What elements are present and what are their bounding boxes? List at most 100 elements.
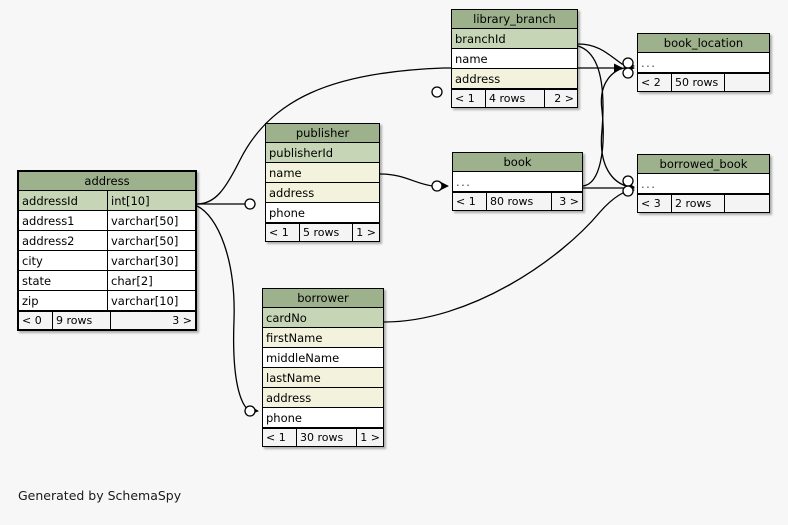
- column-type: int[10]: [107, 191, 195, 210]
- collapsed-columns-ellipsis: ...: [456, 175, 472, 189]
- column-name: phone: [266, 411, 302, 425]
- edge-endpoint-dot: [622, 67, 634, 79]
- footer-children[interactable]: [725, 74, 769, 91]
- table-row-collapsed[interactable]: ...: [638, 174, 769, 194]
- table-book[interactable]: book ... < 1 80 rows 3 >: [452, 152, 583, 211]
- column-name: address2: [22, 234, 75, 248]
- footer-rowcount: 30 rows: [297, 429, 357, 446]
- table-address[interactable]: address addressId int[10] address1 varch…: [17, 170, 197, 331]
- table-row[interactable]: address1 varchar[50]: [19, 211, 195, 231]
- column-name: lastName: [266, 371, 321, 385]
- footer-parents[interactable]: < 2: [638, 74, 672, 91]
- table-publisher[interactable]: publisher publisherId name address phone…: [265, 123, 380, 242]
- table-borrowed-book-title: borrowed_book: [638, 155, 769, 174]
- table-book-location-title: book_location: [638, 34, 769, 53]
- table-library-branch[interactable]: library_branch branchId name address < 1…: [451, 9, 578, 108]
- table-row[interactable]: cardNo: [263, 308, 383, 328]
- footer-parents[interactable]: < 1: [263, 429, 297, 446]
- column-type: varchar[50]: [107, 211, 195, 230]
- column-name: cardNo: [266, 311, 307, 325]
- generated-by-caption: Generated by SchemaSpy: [18, 488, 182, 503]
- table-row[interactable]: name: [452, 49, 577, 69]
- table-row[interactable]: city varchar[30]: [19, 251, 195, 271]
- table-borrower-title: borrower: [263, 289, 383, 308]
- footer-rowcount: 5 rows: [300, 224, 353, 241]
- table-row[interactable]: firstName: [263, 328, 383, 348]
- edge-endpoint-dot: [244, 405, 256, 417]
- table-row[interactable]: name: [266, 163, 379, 183]
- table-row-collapsed[interactable]: ...: [453, 172, 582, 192]
- table-row-collapsed[interactable]: ...: [638, 53, 769, 73]
- table-library-branch-title: library_branch: [452, 10, 577, 29]
- column-type: char[2]: [107, 271, 195, 290]
- table-row[interactable]: phone: [263, 408, 383, 428]
- column-name: address: [266, 391, 312, 405]
- footer-parents[interactable]: < 1: [452, 90, 486, 107]
- table-row[interactable]: address: [266, 183, 379, 203]
- edge-endpoint-dot: [622, 57, 634, 69]
- footer-children[interactable]: 2 >: [554, 92, 574, 105]
- footer-children[interactable]: 1 >: [356, 226, 376, 239]
- table-row[interactable]: address2 varchar[50]: [19, 231, 195, 251]
- table-footer: < 1 5 rows 1 >: [266, 223, 379, 241]
- table-footer: < 3 2 rows: [638, 194, 769, 212]
- edge-endpoint-dot: [622, 175, 634, 187]
- collapsed-columns-ellipsis: ...: [641, 56, 657, 70]
- footer-parents[interactable]: < 0: [19, 312, 53, 329]
- column-name: address: [269, 186, 315, 200]
- table-book-location[interactable]: book_location ... < 2 50 rows: [637, 33, 770, 92]
- table-row[interactable]: address: [452, 69, 577, 89]
- footer-parents[interactable]: < 1: [453, 193, 487, 210]
- footer-rowcount: 80 rows: [487, 193, 552, 210]
- footer-children[interactable]: [725, 195, 769, 212]
- table-footer: < 1 4 rows 2 >: [452, 89, 577, 107]
- table-borrower[interactable]: borrower cardNo firstName middleName las…: [262, 288, 384, 447]
- table-row[interactable]: branchId: [452, 29, 577, 49]
- table-book-title: book: [453, 153, 582, 172]
- column-type: varchar[50]: [107, 231, 195, 250]
- table-row[interactable]: publisherId: [266, 143, 379, 163]
- edge-endpoint-dot: [244, 198, 256, 210]
- collapsed-columns-ellipsis: ...: [641, 177, 657, 191]
- table-row[interactable]: state char[2]: [19, 271, 195, 291]
- table-row[interactable]: lastName: [263, 368, 383, 388]
- table-row[interactable]: addressId int[10]: [19, 191, 195, 211]
- table-row[interactable]: zip varchar[10]: [19, 291, 195, 311]
- table-row[interactable]: address: [263, 388, 383, 408]
- footer-children[interactable]: 3 >: [172, 314, 192, 327]
- footer-rowcount: 4 rows: [486, 90, 545, 107]
- table-borrowed-book[interactable]: borrowed_book ... < 3 2 rows: [637, 154, 770, 213]
- footer-children[interactable]: 1 >: [360, 431, 380, 444]
- column-name: name: [269, 166, 302, 180]
- footer-parents[interactable]: < 1: [266, 224, 300, 241]
- edge-endpoint-dot: [622, 185, 634, 197]
- column-name: address1: [22, 214, 75, 228]
- edge-branch-to-borrowed-book: [577, 45, 635, 191]
- column-name: middleName: [266, 351, 340, 365]
- edge-address-to-borrower: [196, 205, 259, 415]
- column-type: varchar[30]: [107, 251, 195, 270]
- column-name: zip: [22, 294, 39, 308]
- column-name: address: [455, 72, 501, 86]
- table-address-title: address: [19, 172, 195, 191]
- table-footer: < 0 9 rows 3 >: [19, 311, 195, 329]
- footer-parents[interactable]: < 3: [638, 195, 672, 212]
- table-footer: < 2 50 rows: [638, 73, 769, 91]
- table-row[interactable]: middleName: [263, 348, 383, 368]
- column-name: addressId: [22, 194, 78, 208]
- column-name: state: [22, 274, 52, 288]
- table-footer: < 1 80 rows 3 >: [453, 192, 582, 210]
- column-name: publisherId: [269, 146, 334, 160]
- edge-publisher-to-book: [379, 173, 449, 191]
- column-name: firstName: [266, 331, 323, 345]
- table-publisher-title: publisher: [266, 124, 379, 143]
- column-name: city: [22, 254, 43, 268]
- footer-rowcount: 2 rows: [672, 195, 725, 212]
- column-name: name: [455, 52, 488, 66]
- column-name: branchId: [455, 32, 506, 46]
- footer-rowcount: 9 rows: [53, 312, 111, 329]
- footer-children[interactable]: 3 >: [559, 195, 579, 208]
- edge-endpoint-dot: [431, 180, 443, 192]
- table-row[interactable]: phone: [266, 203, 379, 223]
